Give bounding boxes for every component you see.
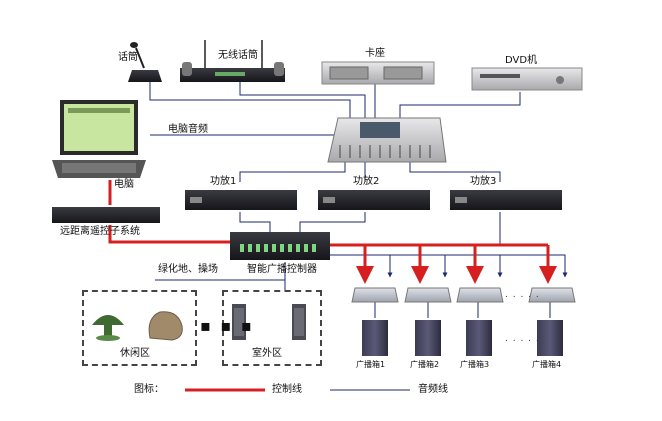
speaker-box1-label: 广播箱1 (356, 360, 386, 369)
remote-control-label: 远距离遥控子系统 (60, 226, 140, 237)
speaker-box-4 (537, 320, 563, 356)
audio-lines (149, 80, 568, 391)
amp2-label: 功放2 (353, 176, 380, 187)
control-lines (108, 180, 557, 392)
smart-controller-device (230, 232, 330, 260)
speaker-box3-label: 广播箱3 (460, 360, 490, 369)
mushroom-speaker-icon (92, 315, 124, 341)
speaker-box-1 (362, 320, 388, 356)
cassette-label: 卡座 (365, 48, 385, 59)
cassette-deck-device (321, 61, 435, 85)
speaker-box-ellipsis: . . . . . (505, 334, 540, 344)
outdoor-zone-label: 室外区 (252, 348, 282, 359)
outdoor-column-speaker-right (292, 304, 306, 340)
leisure-zone-label: 休闲区 (120, 348, 150, 359)
microphone-label: 话筒 (118, 52, 138, 63)
smart-controller-label: 智能广播控制器 (247, 264, 317, 275)
legend-audio-line-label: 音频线 (418, 384, 448, 395)
wireless-mic-device (180, 40, 285, 82)
legend-control-line-label: 控制线 (272, 384, 302, 395)
zone-ellipsis: ▪ ▪ ▪ (200, 316, 254, 335)
speaker-box-3 (466, 320, 492, 356)
mixer-console-device (327, 117, 447, 163)
speaker-box4-label: 广播箱4 (532, 360, 562, 369)
green-area-label: 绿化地、操场 (158, 264, 218, 275)
amplifier-2-device (318, 190, 430, 210)
junction-box-4 (528, 287, 576, 303)
wireless-mic-label: 无线话筒 (218, 50, 258, 61)
laptop-device (52, 100, 146, 178)
amp1-label: 功放1 (210, 176, 237, 187)
junction-box-2 (404, 287, 452, 303)
dvd-label: DVD机 (505, 55, 538, 66)
speaker-box2-label: 广播箱2 (410, 360, 440, 369)
junction-box-3 (456, 287, 504, 303)
legend-title: 图标： (134, 384, 164, 395)
amplifier-3-device (450, 190, 562, 210)
outdoor-column-speaker-left (232, 304, 246, 340)
leisure-zone-box (82, 290, 197, 366)
amp3-label: 功放3 (470, 176, 497, 187)
outdoor-zone-box (222, 290, 322, 366)
rock-speaker-icon (148, 311, 183, 341)
speaker-box-2 (415, 320, 441, 356)
computer-audio-label: 电脑音频 (168, 124, 208, 135)
amplifier-1-device (185, 190, 297, 210)
computer-label: 电脑 (114, 179, 134, 190)
dvd-player-device (471, 67, 583, 91)
desk-microphone-device (128, 42, 162, 82)
junction-box-1 (351, 287, 399, 303)
remote-control-device (52, 207, 160, 223)
junction-ellipsis: . . . . . (505, 290, 540, 300)
